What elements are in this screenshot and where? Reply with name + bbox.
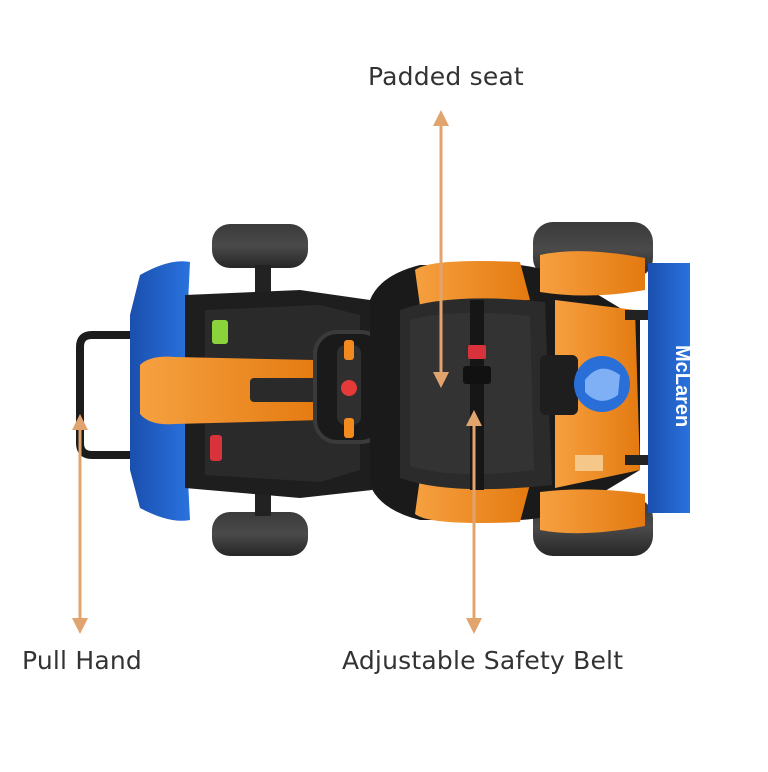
padded-seat-arrow <box>433 110 449 388</box>
safety-belt-label: Adjustable Safety Belt <box>342 646 624 675</box>
safety-belt-arrow <box>466 410 482 634</box>
pull-hand-label: Pull Hand <box>22 646 142 675</box>
padded-seat-label: Padded seat <box>368 62 524 91</box>
brand-wordmark: McLaren <box>671 345 693 427</box>
front-nose-panel <box>140 356 322 425</box>
brake-pedal <box>210 435 222 461</box>
pull-handle <box>76 331 154 459</box>
safety-belt-strap <box>470 300 484 490</box>
front-top-tire <box>212 224 308 295</box>
blue-emblem <box>574 356 630 412</box>
side-pod-top <box>415 261 530 306</box>
accelerator-pedal <box>212 320 228 344</box>
steering-wheel <box>313 330 385 444</box>
rear-spoiler <box>625 263 690 513</box>
pull-hand-arrow <box>72 414 88 634</box>
